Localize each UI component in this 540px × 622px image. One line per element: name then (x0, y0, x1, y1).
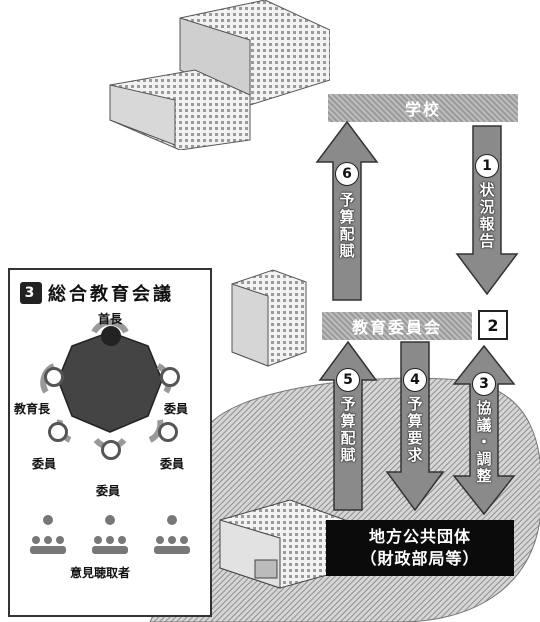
general-education-meeting-panel: 3 総合教育会議 首長 教育長 委員 委員 委員 委員 (8, 268, 212, 617)
board-banner: 教育委員会 (322, 312, 472, 340)
role-member: 委員 (96, 484, 121, 498)
listeners-group-icon (30, 515, 190, 554)
arrow-budget-allocation-board: 5 予算配賦 (318, 340, 378, 512)
badge-2: 2 (478, 310, 508, 340)
arrow-consultation: 3 協議・調整 (452, 344, 516, 516)
board-building-icon (231, 269, 307, 367)
member-person-icon (158, 422, 178, 442)
member-person-icon (101, 440, 121, 460)
arrow-budget-allocation-school: 6 予算配賦 (315, 120, 379, 302)
arrow-up-shape (318, 340, 378, 511)
arrow-status-report: 1 状況報告 (455, 124, 519, 296)
member-person-icon (160, 367, 180, 387)
meeting-title: 3 総合教育会議 (20, 280, 174, 306)
public-body-name: 地方公共団体 (368, 527, 471, 546)
arrow-down-shape (455, 125, 519, 296)
member-person-icon (48, 422, 68, 442)
step-number: 6 (335, 162, 359, 186)
role-chief: 首長 (98, 312, 123, 326)
superintendent-person-icon (44, 367, 64, 387)
step-label: 協議・調整 (474, 400, 493, 485)
role-listeners: 意見聴取者 (70, 566, 131, 580)
step-label: 予算要求 (405, 396, 424, 464)
step-number: 3 (472, 372, 496, 396)
arrow-budget-request: 4 予算要求 (385, 340, 445, 512)
school-banner: 学校 (328, 94, 518, 122)
public-body-department: （財政部局等） (360, 549, 480, 568)
step-number: 4 (403, 368, 427, 392)
step-label: 予算配賦 (337, 192, 356, 260)
school-building-icon (109, 0, 330, 150)
step-label: 予算配賦 (338, 396, 357, 464)
arrow-bidirectional-shape (452, 344, 516, 516)
role-member: 委員 (160, 457, 185, 471)
step-label: 状況報告 (477, 182, 496, 250)
step-number: 1 (475, 154, 499, 178)
step-number: 5 (336, 368, 360, 392)
chief-person-icon (101, 326, 121, 346)
role-member: 委員 (32, 457, 57, 471)
meeting-number: 3 (20, 282, 42, 304)
meeting-title-text: 総合教育会議 (48, 284, 174, 305)
arrow-up-shape (315, 120, 379, 301)
role-member: 委員 (164, 402, 189, 416)
local-public-body-label: 地方公共団体 （財政部局等） (326, 520, 514, 576)
arrow-down-shape (385, 341, 445, 512)
role-superintendent: 教育長 (14, 402, 51, 416)
